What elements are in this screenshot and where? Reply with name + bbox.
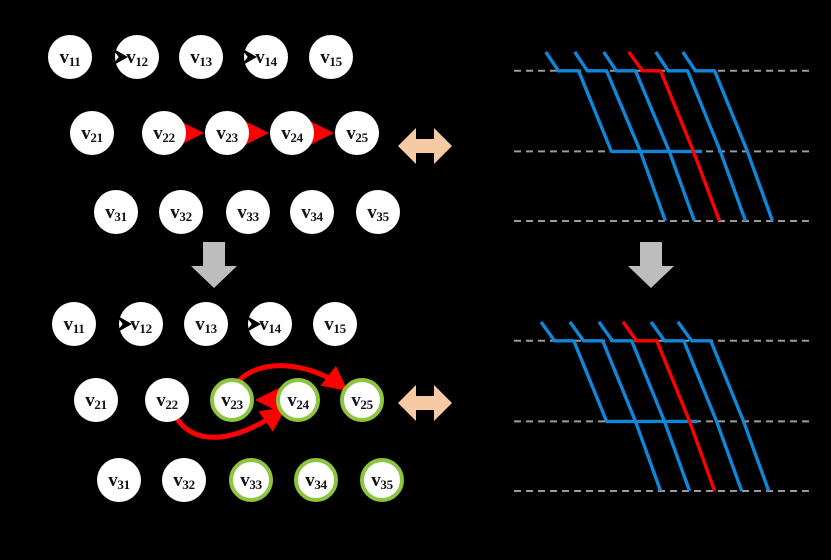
graph-node-v34[interactable]: v34: [290, 190, 334, 234]
graph-node-label: v25: [351, 389, 373, 412]
graph-node-label: v22: [153, 122, 175, 145]
graph-edge-v22-to-v24: [170, 407, 287, 440]
graph-node-label: v32: [170, 201, 192, 224]
graph-node-label: v21: [85, 389, 107, 412]
graph-node-label: v13: [190, 46, 212, 69]
graph-node-v11[interactable]: v11: [48, 35, 92, 79]
graph-node-v22[interactable]: v22: [142, 111, 186, 155]
graph-node-v31[interactable]: v31: [97, 458, 141, 502]
graph-node-v14[interactable]: v14: [245, 302, 292, 346]
chart-series-t4: [654, 50, 748, 222]
graph-node-v23[interactable]: v23: [210, 378, 254, 422]
graph-node-label: v14: [255, 46, 277, 69]
graph-node-label: v24: [281, 122, 303, 145]
graph-node-v25[interactable]: v25: [340, 378, 384, 422]
chart-series-t5: [681, 50, 775, 222]
chart-series-t-red: [627, 50, 722, 222]
graph-node-v33[interactable]: v33: [229, 458, 273, 502]
graph-node-label: v12: [126, 46, 148, 69]
chart-series-t-red: [621, 320, 717, 492]
graph-node-label: v22: [156, 389, 178, 412]
graph-node-v32[interactable]: v32: [162, 458, 206, 502]
graph-node-v24[interactable]: v24: [270, 111, 314, 155]
graph-node-v32[interactable]: v32: [159, 190, 203, 234]
graph-node-label: v34: [301, 201, 323, 224]
chart-series-t2: [573, 50, 667, 222]
chart-series-t3: [602, 50, 696, 222]
equivalence-double-arrow-top: [398, 128, 452, 164]
chart-series-t3: [597, 320, 692, 492]
graph-node-label: v32: [173, 469, 195, 492]
chart-series-t5: [676, 320, 771, 492]
graph-node-label: v31: [105, 201, 127, 224]
graph-node-label: v15: [324, 313, 346, 336]
graph-node-label: v35: [367, 201, 389, 224]
graph-node-label: v11: [59, 46, 81, 69]
graph-node-label: v11: [63, 313, 85, 336]
graph-node-label: v15: [320, 46, 342, 69]
graph-node-v13[interactable]: v13: [184, 302, 228, 346]
graph-node-v34[interactable]: v34: [294, 458, 338, 502]
graph-node-v31[interactable]: v31: [94, 190, 138, 234]
graph-edges-rescheduled: [170, 363, 348, 440]
graph-node-v24[interactable]: v24: [276, 378, 320, 422]
equivalence-double-arrow-bottom: [398, 385, 452, 421]
graph-node-v11[interactable]: v11: [52, 302, 96, 346]
graph-node-v33[interactable]: v33: [226, 190, 270, 234]
graph-node-label: v33: [237, 201, 259, 224]
downward-transform-arrow-left: [191, 242, 237, 288]
chart-top-right-svg: [514, 50, 814, 223]
graph-node-label: v23: [221, 389, 243, 412]
graph-node-v15[interactable]: v15: [313, 302, 357, 346]
chart-series-t2: [568, 320, 663, 492]
chart-series-t1: [544, 50, 703, 154]
graph-node-label: v25: [346, 122, 368, 145]
graph-node-label: v33: [240, 469, 262, 492]
graph-node-label: v14: [259, 313, 281, 336]
graph-node-v23[interactable]: v23: [205, 111, 249, 155]
graph-node-label: v31: [108, 469, 130, 492]
graph-node-v35[interactable]: v35: [360, 458, 404, 502]
graph-node-v35[interactable]: v35: [356, 190, 400, 234]
graph-node-label: v21: [81, 122, 103, 145]
graph-node-v12[interactable]: v12: [112, 35, 159, 79]
graph-node-label: v23: [216, 122, 238, 145]
graph-node-label: v35: [371, 469, 393, 492]
chart-bottom-right: [500, 288, 820, 503]
graph-edges-initial: [174, 118, 334, 148]
graph-node-v14[interactable]: v14: [241, 35, 288, 79]
graph-node-label: v34: [305, 469, 327, 492]
graph-panel-rescheduled: v11 v12 v13 v14 v15 v21 v22 v23 v24 v25 v31 v32 v33 v…: [52, 302, 404, 502]
downward-transform-arrow-right: [628, 242, 674, 288]
graph-edge-v23-to-v25: [234, 363, 348, 392]
graph-node-v12[interactable]: v12: [116, 302, 163, 346]
graph-node-v21[interactable]: v21: [70, 111, 114, 155]
graph-node-v13[interactable]: v13: [179, 35, 223, 79]
graph-node-v22[interactable]: v22: [145, 378, 189, 422]
chart-series-t4: [649, 320, 744, 492]
graph-node-v25[interactable]: v25: [335, 111, 379, 155]
chart-top-right: [500, 18, 820, 233]
graph-node-v21[interactable]: v21: [74, 378, 118, 422]
graph-node-v15[interactable]: v15: [309, 35, 353, 79]
chart-bottom-right-svg: [514, 320, 814, 493]
graph-node-label: v13: [195, 313, 217, 336]
graph-panel-initial: v11 v12 v13 v14 v15 v21 v22 v23 v24 v25 v31 v32 v33 v…: [0, 0, 420, 250]
chart-series-t1: [539, 320, 698, 424]
graph-node-label: v24: [287, 389, 309, 412]
graph-node-label: v12: [130, 313, 152, 336]
